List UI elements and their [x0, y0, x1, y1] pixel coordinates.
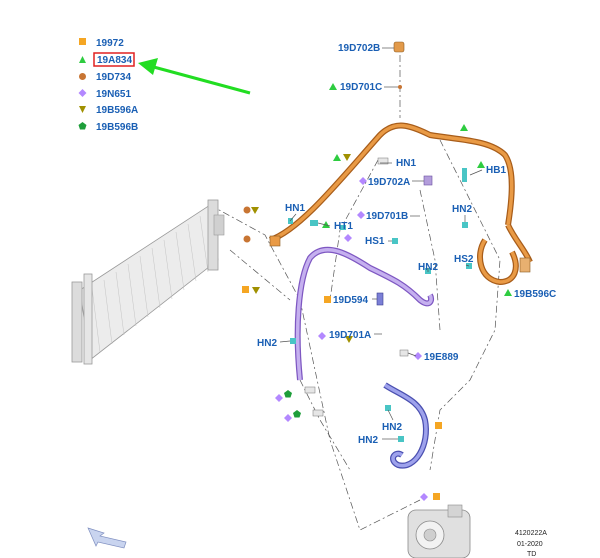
component-markers: [242, 83, 512, 501]
callout-19D702A: 19D702A: [368, 177, 410, 188]
callout-HT1: HT1: [334, 221, 353, 232]
callout-HS2: HS2: [454, 254, 474, 265]
callout-19E889: 19E889: [424, 352, 459, 363]
legend-label-19972: 19972: [96, 38, 124, 49]
legend-pentagon-19B596B: [78, 122, 87, 130]
callout-HN2-mid: HN2: [418, 262, 438, 273]
legend-label-19B596B: 19B596B: [96, 122, 138, 133]
legend-circle-19D734: [79, 73, 86, 80]
callout-HN2-bottom: HN2: [358, 435, 378, 446]
legend-triangle-down-19B596A: [79, 106, 86, 113]
callout-HS1: HS1: [365, 236, 385, 247]
legend: 19972 19A834 19D734 19N651 19B596A 19B59…: [78, 38, 138, 133]
legend-label-19B596A: 19B596A: [96, 105, 138, 116]
callout-labels: 19D702B 19D701C HN1 HB1 19D702A HN1 HT1 …: [257, 43, 556, 446]
blue-liquid-hose: [383, 382, 429, 469]
leader-lines: [279, 47, 483, 440]
legend-label-19A834: 19A834: [97, 55, 132, 66]
callout-HN2-low: HN2: [382, 422, 402, 433]
callout-19B596C: 19B596C: [514, 289, 556, 300]
view-orientation-arrow-icon: [87, 527, 127, 549]
legend-highlight-box: [93, 52, 135, 67]
legend-triangle-19A834: [79, 56, 86, 63]
callout-19D701C: 19D701C: [340, 82, 382, 93]
assembly-lines: [209, 55, 501, 531]
footer-date: 01-2020: [517, 541, 543, 548]
callout-HN1-top: HN1: [396, 158, 416, 169]
legend-label-19N651: 19N651: [96, 89, 131, 100]
callout-HN2-right: HN2: [452, 204, 472, 215]
purple-suction-hose: [294, 246, 435, 381]
footer-ref: 4120222A: [515, 530, 547, 537]
legend-diamond-19N651: [78, 89, 87, 97]
callout-HB1: HB1: [486, 165, 506, 176]
condenser: [71, 199, 225, 365]
footer-tag: TD: [527, 551, 536, 558]
callout-19D594: 19D594: [333, 295, 368, 306]
callout-HN2-left: HN2: [257, 338, 277, 349]
callout-19D701A: 19D701A: [329, 330, 371, 341]
callout-19D702B: 19D702B: [338, 43, 380, 54]
callout-HN1-left: HN1: [285, 203, 305, 214]
ac-compressor: [407, 504, 471, 558]
orange-discharge-hose: [268, 122, 533, 286]
legend-label-19D734: 19D734: [96, 72, 131, 83]
legend-square-19972: [79, 38, 86, 45]
green-pointer-arrow: [138, 58, 251, 95]
callout-19D701B: 19D701B: [366, 211, 408, 222]
